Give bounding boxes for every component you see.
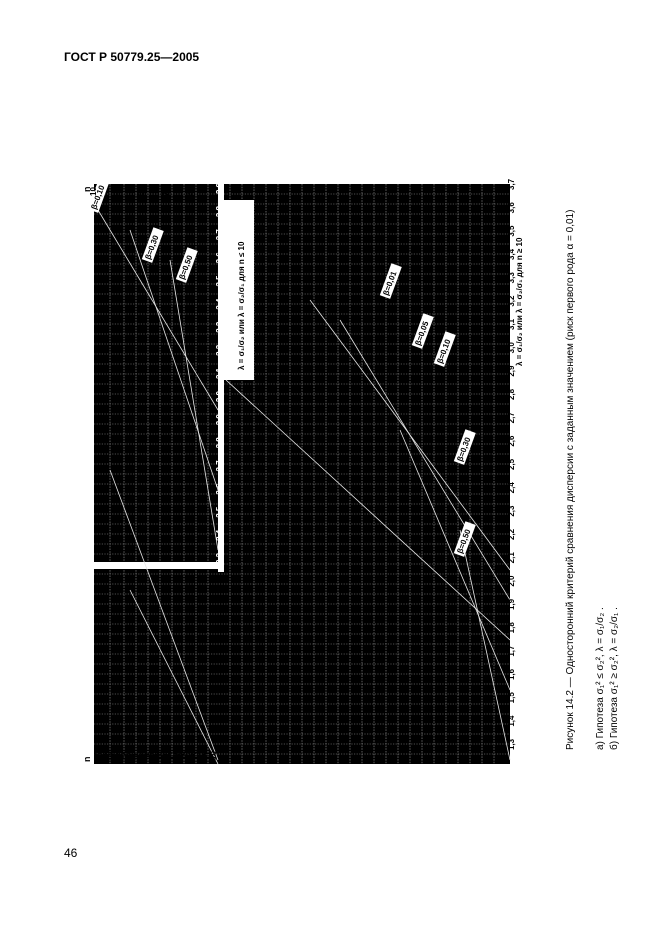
n-right-tick-4: 6 (185, 191, 194, 196)
n-left-tick-5: 50 (122, 751, 131, 760)
lambda-top-tick-6: 2,9 (215, 414, 224, 426)
caption-title: Рисунок 14.2 — Односторонний критерий ср… (565, 209, 576, 750)
lambda-bottom-tick-22: 3,5 (507, 225, 516, 237)
n-axis-left-title: n (82, 757, 92, 763)
region-separator-vertical (218, 184, 224, 572)
lambda-top-tick-13: 3,6 (215, 252, 224, 264)
lambda-bottom-tick-15: 2,8 (507, 388, 516, 400)
lambda-bottom-tick-1: 1,4 (507, 715, 516, 727)
document-header: ГОСТ Р 50779.25—2005 (64, 50, 200, 64)
n-left-tick-13: 17 (168, 751, 177, 760)
lambda-top-tick-14: 3,7 (215, 229, 224, 241)
lambda-bottom-tick-16: 2,9 (507, 365, 516, 377)
n-left-tick-18: 12 (197, 751, 206, 760)
n-left-tick-3: 70 (110, 751, 119, 760)
beta-curves (97, 209, 511, 765)
caption-hypothesis-a: а) Гипотеза σ₁² ≤ σ₂², λ = σ₁/σ₂ . (595, 607, 606, 750)
formula-box-small-n (224, 200, 254, 380)
n-left-tick-16: 14 (186, 751, 195, 760)
n-right-tick-1: 9 (113, 191, 122, 196)
region-separator (94, 562, 220, 569)
lambda-bottom-tick-17: 3,0 (507, 342, 516, 354)
formula-large-n: λ = σ₁/σ₂ или λ = σ₂/σ₁ для n ≥ 10 (515, 237, 524, 366)
n-left-tick-10: 20 (151, 751, 160, 760)
lambda-top-tick-10: 3,3 (215, 321, 224, 333)
n-left-tick-12: 18 (163, 751, 172, 760)
lambda-bottom-tick-2: 1,5 (507, 692, 516, 704)
lambda-top-tick-15: 3,8 (215, 205, 224, 217)
lambda-axis-bottom: 1,3 1,4 1,5 1,6 1,7 1,8 1,9 2,0 2,1 2,2 2,3 2,4 2,5 2… (507, 178, 516, 750)
n-axis-right-ticks: 10 9 8 7 6 5 (89, 187, 218, 196)
formula-small-n: λ = σ₁/σ₂ или λ = σ₂/σ₁ для n ≤ 10 (237, 241, 246, 370)
lambda-bottom-tick-11: 2,4 (507, 482, 516, 494)
page-number: 46 (64, 846, 78, 860)
lambda-top-tick-11: 3,4 (215, 298, 224, 310)
n-left-tick-19: 11 (203, 751, 212, 760)
lambda-top-tick-0: 2,3 (215, 552, 224, 564)
n-right-tick-0: 10 (89, 187, 98, 196)
lambda-bottom-tick-14: 2,7 (507, 412, 516, 424)
lambda-top-tick-9: 3,2 (215, 344, 224, 356)
n-axis-right-title: n (82, 187, 92, 193)
n-left-tick-17: 13 (192, 751, 201, 760)
n-axis-left: n (82, 757, 92, 763)
lambda-bottom-tick-0: 1,3 (507, 738, 516, 750)
n-left-tick-9: 25 (145, 751, 154, 760)
lambda-bottom-tick-18: 3,1 (507, 318, 516, 330)
lambda-bottom-tick-23: 3,6 (507, 202, 516, 214)
lambda-top-tick-16: 3,9 (215, 182, 224, 194)
n-left-tick-7: 35 (134, 751, 143, 760)
lambda-bottom-tick-21: 3,4 (507, 248, 516, 260)
lambda-bottom-tick-4: 1,7 (507, 645, 516, 657)
grid-lines-horizontal (109, 184, 495, 764)
lambda-axis-top: 2,3 2,4 2,5 2,6 2,7 2,8 2,9 3,0 3,1 3,2 3,3 3,4 3,5 3… (215, 182, 224, 564)
n-left-tick-1: 90 (99, 751, 108, 760)
n-left-tick-4: 60 (116, 751, 125, 760)
lambda-bottom-tick-6: 1,9 (507, 598, 516, 610)
lambda-top-tick-3: 2,6 (215, 483, 224, 495)
lambda-bottom-tick-9: 2,2 (507, 528, 516, 540)
n-axis-left-ticks: 1009080706050403530252019181716151413121… (93, 746, 218, 760)
lambda-top-tick-8: 3,1 (215, 367, 224, 379)
lambda-bottom-tick-24: 3,7 (507, 178, 516, 190)
lambda-top-tick-1: 2,4 (215, 529, 224, 541)
n-left-tick-0: 100 (93, 746, 102, 760)
n-left-tick-2: 80 (105, 751, 114, 760)
caption-hypothesis-b: б) Гипотеза σ₁² ≥ σ₂², λ = σ₂/σ₁ . (609, 607, 620, 750)
nomogram-figure: β=0,10 β=0,30 β=0,50 β=0,01 β=0,05 β=0,1… (70, 170, 530, 770)
lambda-top-tick-2: 2,5 (215, 506, 224, 518)
n-left-tick-11: 19 (157, 751, 166, 760)
nomogram-svg: β=0,10 β=0,30 β=0,50 β=0,01 β=0,05 β=0,1… (82, 177, 524, 765)
n-right-tick-5: 5 (209, 191, 218, 196)
lambda-top-tick-7: 3,0 (215, 390, 224, 402)
lambda-bottom-tick-8: 2,1 (507, 552, 516, 564)
lambda-top-tick-4: 2,7 (215, 460, 224, 472)
lambda-top-tick-12: 3,5 (215, 275, 224, 287)
n-left-tick-15: 15 (180, 751, 189, 760)
n-left-tick-14: 16 (174, 751, 183, 760)
lambda-bottom-tick-3: 1,6 (507, 668, 516, 680)
n-left-tick-8: 30 (139, 751, 148, 760)
n-left-tick-20: 10 (209, 751, 218, 760)
lambda-bottom-tick-7: 2,0 (507, 575, 516, 587)
lambda-bottom-tick-10: 2,3 (507, 505, 516, 517)
lambda-top-tick-5: 2,8 (215, 437, 224, 449)
lambda-bottom-tick-20: 3,3 (507, 272, 516, 284)
lambda-bottom-tick-12: 2,5 (507, 458, 516, 470)
n-right-tick-2: 8 (137, 191, 146, 196)
n-left-tick-6: 40 (128, 751, 137, 760)
lambda-bottom-tick-19: 3,2 (507, 295, 516, 307)
n-right-tick-3: 7 (161, 191, 170, 196)
lambda-bottom-tick-5: 1,8 (507, 622, 516, 634)
lambda-bottom-tick-13: 2,6 (507, 435, 516, 447)
